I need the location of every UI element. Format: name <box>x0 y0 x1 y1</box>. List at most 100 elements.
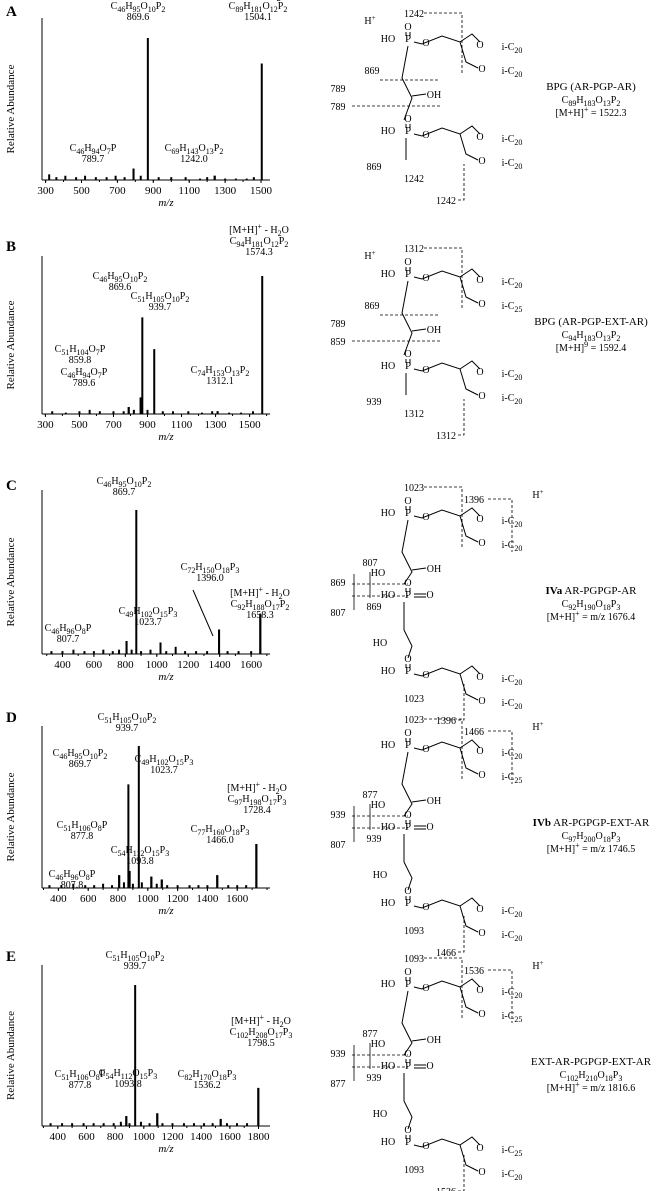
peak-label-1312.1: C74H153O13P2 <box>191 365 250 378</box>
peak-label-869.7: C46H95O10P2 <box>97 476 152 489</box>
x-tick-label: 500 <box>71 419 88 431</box>
x-tick-label: 600 <box>80 893 97 905</box>
protonated-mass: [M+H]9 = 1592.4 <box>556 340 627 354</box>
ether-oxygen: O <box>476 275 483 286</box>
glycerol-bond <box>413 268 481 280</box>
fragment-cut <box>424 718 463 780</box>
fragment-label: 1242 <box>404 174 424 185</box>
peak-label-1093.8: C54H112O15P3 <box>99 1068 157 1081</box>
fragment-label: 1466 <box>464 727 484 738</box>
fragment-label: 807 <box>363 558 378 569</box>
compound-formula: C102H210O18P3 <box>560 1070 623 1083</box>
x-tick-label: 1500 <box>239 419 262 431</box>
peak-label-859.8: C51H104O7P <box>55 344 106 357</box>
ether-oxygen: O <box>476 367 483 378</box>
proton-label: H+ <box>532 720 543 733</box>
hydroxyl-label: HO <box>381 361 395 372</box>
x-tick-label: 1400 <box>190 1131 213 1143</box>
compound-formula: C94H183O13P2 <box>562 330 621 343</box>
hydroxyl-label: OH <box>427 90 441 101</box>
ether-oxygen: O <box>422 130 429 141</box>
peak-label-789.7: 789.7 <box>82 154 105 165</box>
fragment-cut <box>458 1155 465 1191</box>
ether-oxygen: O <box>478 299 485 310</box>
x-tick-label: 1100 <box>178 185 200 197</box>
glycerol-bond <box>413 739 481 751</box>
hydroxyl-label: HO <box>381 666 395 677</box>
isoprenoid-chain: i-C20 <box>502 369 523 382</box>
glycerol-bond <box>459 1144 479 1172</box>
fragment-label: 1536 <box>464 966 484 977</box>
peak-label-1023.7: C49H102O15P3 <box>119 606 178 619</box>
isoprenoid-chain: i-C20 <box>502 393 523 406</box>
oxo-atom: O <box>404 886 411 897</box>
x-tick-label: 1600 <box>226 893 249 905</box>
x-tick-label: 1300 <box>205 419 228 431</box>
oxo-atom: O <box>404 114 411 125</box>
peak-label-1093.8: C54H112O15P3 <box>111 845 169 858</box>
oxo-atom: O <box>404 496 411 507</box>
peak-label-939.7: C51H105O10P2 <box>106 950 165 963</box>
x-tick-label: 600 <box>86 659 103 671</box>
backbone-bond <box>401 751 413 817</box>
fragment-label: 1023 <box>404 715 424 726</box>
fragment-label: 869 <box>331 578 346 589</box>
ether-oxygen: O <box>478 156 485 167</box>
x-tick-label: 900 <box>145 185 162 197</box>
y-axis-label: Relative Abundance <box>5 300 17 389</box>
fragment-cut <box>488 969 513 1023</box>
peak-label-1312.1: 1312.1 <box>206 376 234 387</box>
compound-name: EXT-AR-PGPGP-EXT-AR <box>531 1056 652 1068</box>
peak-label-869.6: C46H95O10P2 <box>93 271 148 284</box>
glycerol-bond <box>459 747 479 775</box>
peak-label-939.7: 939.7 <box>124 961 147 972</box>
hydroxyl-label: OH <box>427 796 441 807</box>
fragment-cut <box>458 684 465 721</box>
peak-label-1798.5: 1798.5 <box>247 1038 275 1049</box>
fragment-label: 1242 <box>436 196 456 207</box>
compound-formula: C89H183O13P2 <box>562 95 621 108</box>
peak-label-1658.3: [M+H]+ - H2O <box>230 585 290 601</box>
fragment-label: 789 <box>331 84 346 95</box>
peak-label-1504.1: 1504.1 <box>244 12 272 23</box>
ether-oxygen: O <box>478 64 485 75</box>
fragment-label: 1396 <box>436 716 456 727</box>
x-tick-label: 1100 <box>171 419 193 431</box>
fragment-label: 869 <box>365 301 380 312</box>
peak-label-807.7: C46H96O8P <box>45 623 92 636</box>
fragment-label: 789 <box>331 319 346 330</box>
peak-label-1574.3: 1574.3 <box>245 247 273 258</box>
protonated-mass: [M+H]+ = m/z 1676.4 <box>547 609 636 623</box>
hydroxyl-label: HO <box>373 1109 387 1120</box>
y-axis-label: Relative Abundance <box>5 64 17 153</box>
hydroxyl-label: HO <box>371 568 385 579</box>
fragment-label: 1093 <box>404 954 424 965</box>
label-leader <box>192 589 214 637</box>
backbone-bond <box>403 1073 413 1130</box>
peak-label-789.6: 789.6 <box>73 378 96 389</box>
isoprenoid-chain: i-C20 <box>502 698 523 711</box>
fragment-cut <box>458 916 465 953</box>
glycerol-bond <box>413 897 481 909</box>
x-axis-label: m/z <box>158 905 174 917</box>
phosphorus-atom: P <box>405 33 411 45</box>
oxo-atom: O <box>404 578 411 589</box>
backbone-bond <box>401 280 413 356</box>
phosphorus-atom: P <box>405 1136 411 1148</box>
isoprenoid-chain: i-C20 <box>502 674 523 687</box>
ether-oxygen: O <box>476 1143 483 1154</box>
oxo-atom: O <box>404 257 411 268</box>
peak-label-1242: C69H143O13P2 <box>165 143 224 156</box>
peak-label-807.7: 807.7 <box>57 634 80 645</box>
x-tick-label: 1500 <box>250 185 273 197</box>
fragment-label: 1312 <box>404 409 424 420</box>
ether-oxygen: O <box>422 744 429 755</box>
phosphorus-atom: P <box>405 360 411 372</box>
oxo-atom: O <box>404 810 411 821</box>
compound-name: BPG (AR-PGP-EXT-AR) <box>534 316 648 328</box>
peak-label-1536.2: 1536.2 <box>193 1080 221 1091</box>
